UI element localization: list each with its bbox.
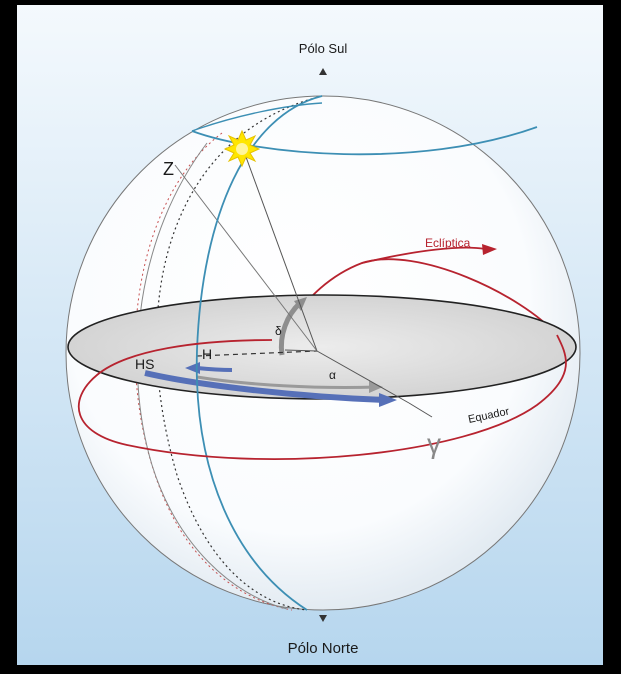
center-to-arc-line (284, 349, 318, 352)
hour-angle-arrow (196, 366, 233, 372)
back-circle-dotted (134, 132, 293, 611)
triangle-up-icon (319, 68, 327, 75)
ecliptic-label: Eclíptica (425, 236, 471, 250)
triangle-down-icon (319, 615, 327, 622)
center-to-sun-line (241, 145, 318, 352)
declination-parallel-back (191, 102, 323, 132)
vernal-point-line (408, 402, 433, 418)
sun-icon (223, 129, 261, 168)
hour-angle-dashed-line (196, 350, 318, 357)
vernal-point-label: γ (427, 428, 441, 459)
zenith-label: Z (163, 159, 174, 179)
ecliptic-front (77, 334, 567, 460)
sidereal-hour-label: HS (135, 356, 154, 372)
celestial-sphere-diagram: Pólo Sul Pólo Norte Eclíptica Equador Z … (17, 5, 603, 665)
sidereal-hour-arrowhead (379, 393, 397, 407)
right-ascension-arrowhead (369, 381, 383, 393)
hour-angle-label: H (202, 346, 212, 362)
north-pole-label: Pólo Norte (288, 640, 359, 657)
hour-circle-meridian (195, 95, 323, 611)
sidereal-hour-arrow (144, 370, 388, 403)
back-meridian-dotted (156, 95, 323, 611)
ecliptic-arrowhead (482, 244, 497, 255)
diagram-canvas: Pólo Sul Pólo Norte Eclíptica Equador Z … (17, 5, 603, 665)
declination-label: δ (275, 324, 282, 338)
right-ascension-arc (196, 375, 378, 389)
declination-parallel (191, 126, 538, 156)
declination-arrowhead (294, 297, 307, 311)
center-to-zenith-line (174, 164, 318, 352)
center-to-vernal-line (316, 350, 410, 404)
declination-arc (278, 301, 302, 356)
south-pole-label: Pólo Sul (299, 41, 348, 56)
ecliptic-upper (361, 246, 486, 264)
equator-plane (67, 294, 577, 400)
right-ascension-label: α (329, 368, 336, 382)
